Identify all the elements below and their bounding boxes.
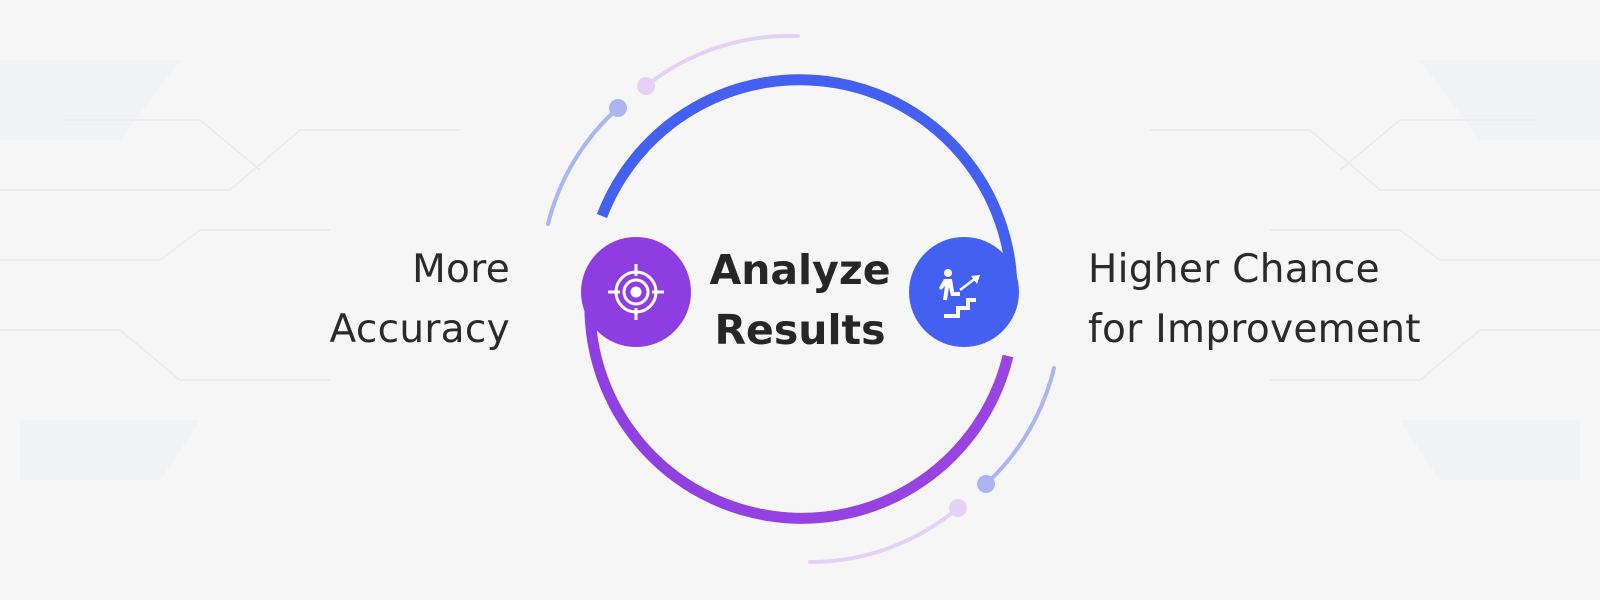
improvement-node [909, 237, 1019, 347]
outer-arc-bottom-light-blue [984, 366, 1056, 486]
main-ring-top-arc [596, 74, 1018, 291]
outer-dot-bottom-blue [977, 475, 995, 493]
target-icon [608, 264, 664, 320]
center-title-line1: Analyze [709, 246, 891, 294]
outer-arc-top-light-purple [644, 33, 800, 88]
improvement-label: Higher Chance for Improvement [1088, 240, 1421, 360]
outer-dot-bottom-purple [949, 499, 967, 517]
center-title: Analyze Results [700, 240, 900, 360]
center-title-line2: Results [714, 306, 886, 354]
accuracy-label-line1: More [412, 247, 510, 292]
outer-arc-top-light-blue [546, 106, 620, 226]
outer-dot-top-blue [609, 99, 627, 117]
improvement-label-line1: Higher Chance [1088, 247, 1380, 292]
climbing-stairs-icon [939, 269, 980, 318]
accuracy-node [581, 237, 691, 347]
main-ring-bottom-arc [584, 299, 1014, 524]
outer-arc-bottom-light-purple [808, 506, 960, 564]
accuracy-label-line2: Accuracy [329, 307, 510, 352]
improvement-label-line2: for Improvement [1088, 307, 1421, 352]
accuracy-label: More Accuracy [330, 240, 510, 360]
outer-dot-top-purple [637, 77, 655, 95]
